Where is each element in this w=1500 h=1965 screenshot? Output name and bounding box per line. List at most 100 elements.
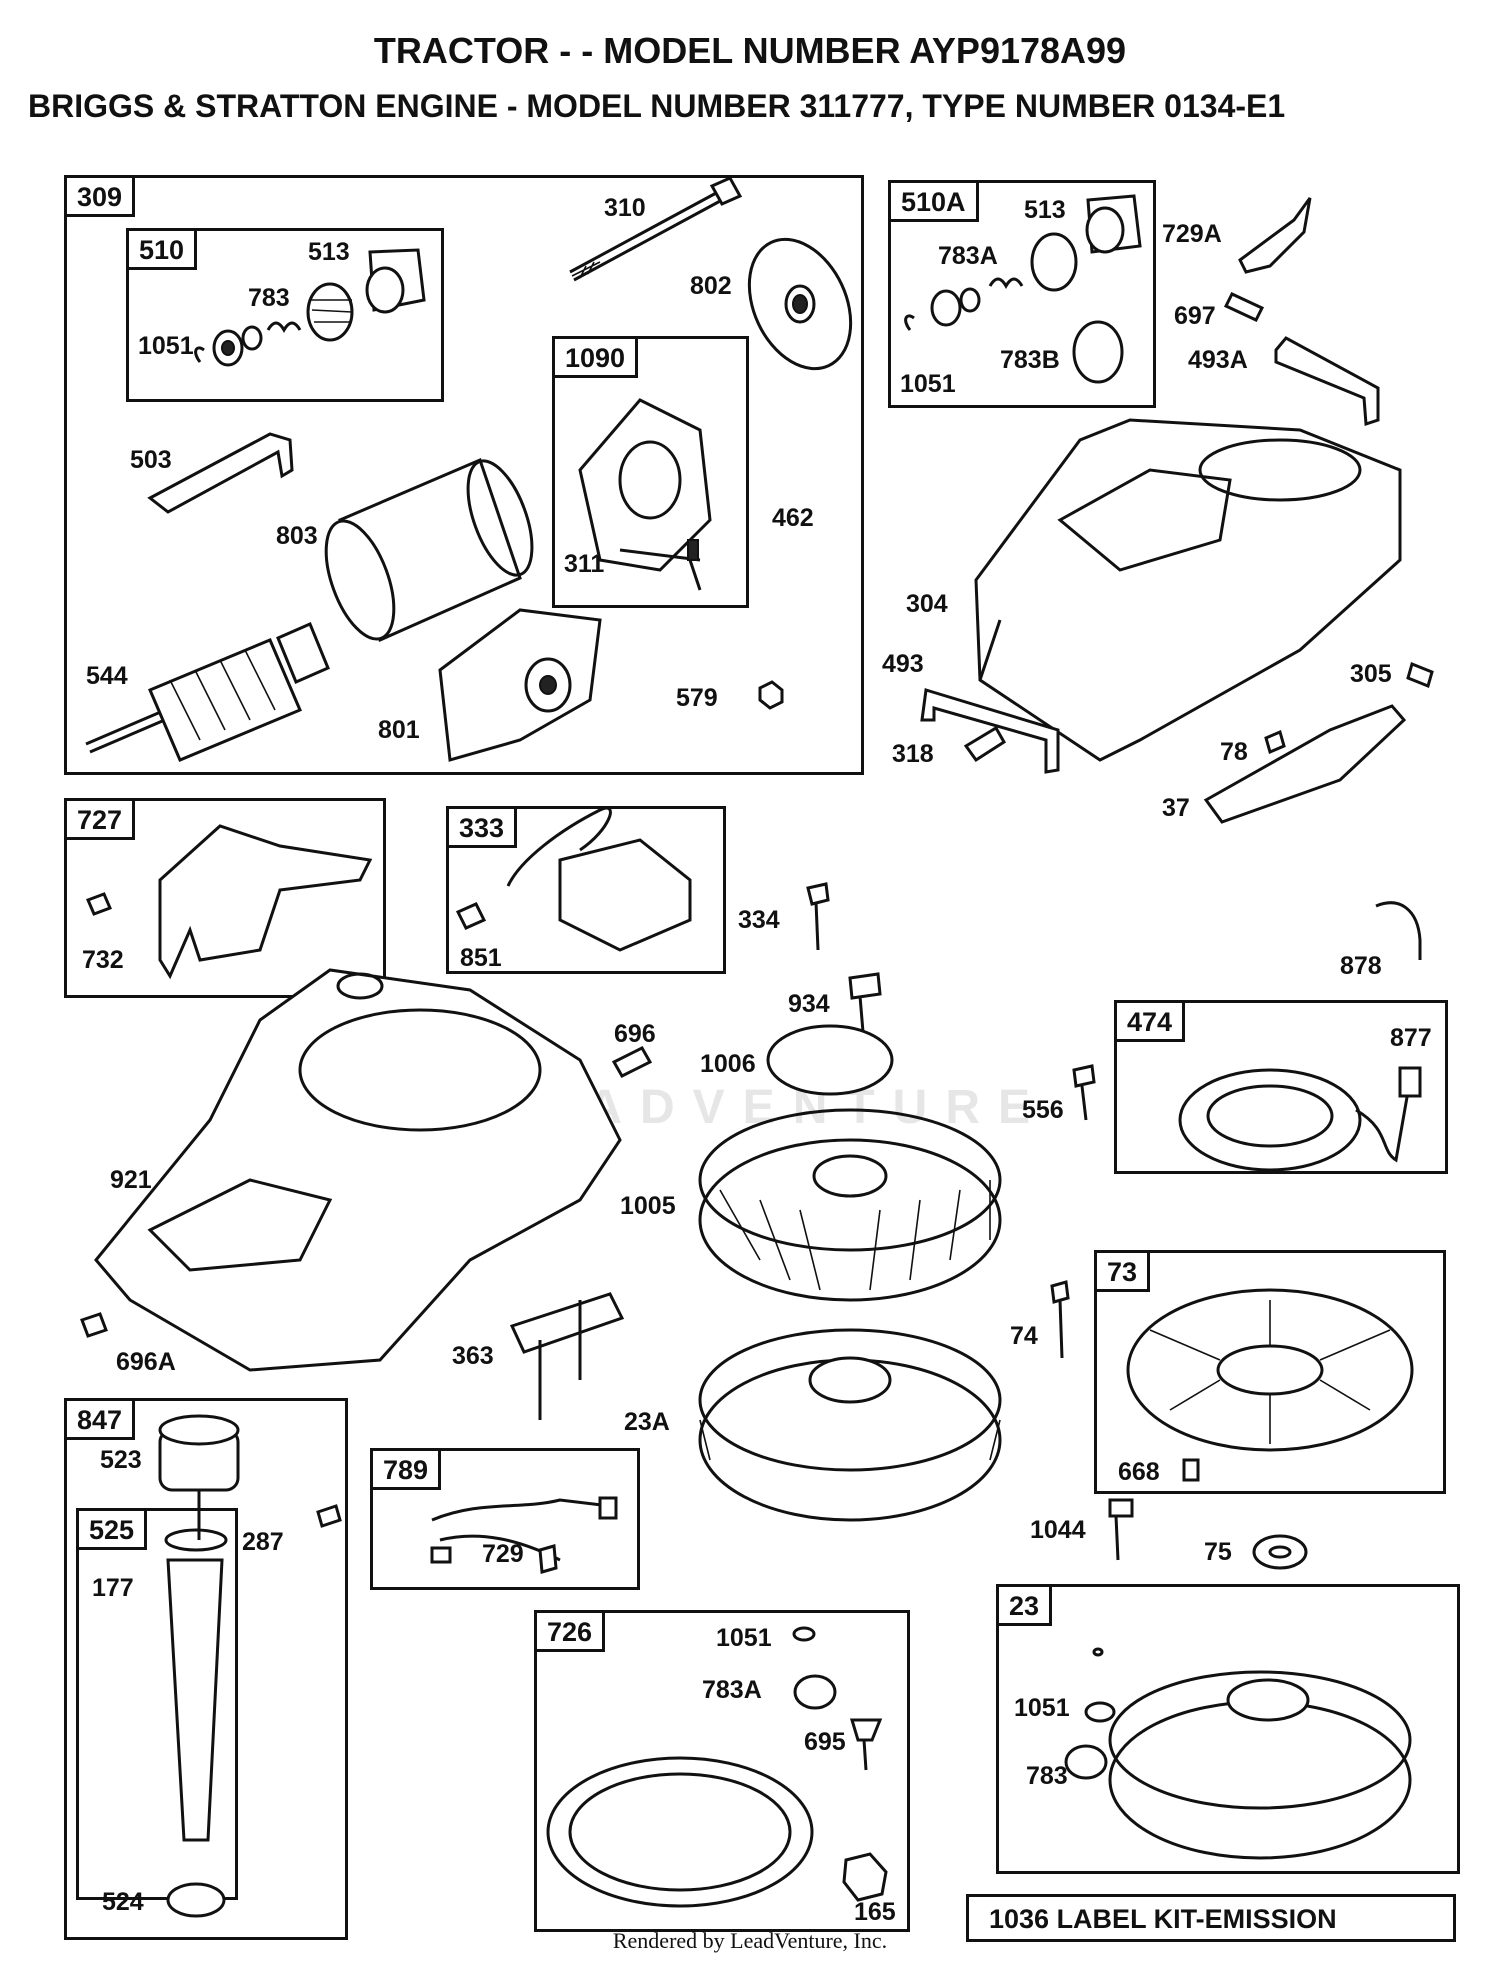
part-label-783a-726: 783A [702, 1676, 762, 1704]
group-box-73: 73 [1094, 1250, 1446, 1494]
group-label-510: 510 [126, 228, 198, 270]
part-label-783-23: 783 [1026, 1762, 1068, 1790]
screw-287-drawing [316, 1504, 342, 1528]
bracket-493a-drawing [1274, 336, 1380, 427]
part-label-1051-23: 1051 [1014, 1694, 1070, 1722]
bolt-334-drawing [806, 882, 830, 951]
footer-credit: Rendered by LeadVenture, Inc. [612, 1928, 888, 1953]
part-label-493a: 493A [1188, 346, 1248, 374]
group-box-23: 23 [996, 1584, 1460, 1874]
screw-1044-drawing [1108, 1498, 1134, 1561]
part-label-1051-510a: 1051 [900, 370, 956, 398]
part-label-783b: 783B [1000, 346, 1060, 374]
ring-gear-726-drawing [546, 1626, 888, 1908]
group-box-847: 847 [64, 1398, 348, 1940]
part-label-304: 304 [906, 590, 948, 618]
group-label-510a: 510A [888, 180, 979, 222]
part-label-934: 934 [788, 990, 830, 1018]
part-label-544: 544 [86, 662, 128, 690]
part-label-177: 177 [92, 1574, 134, 1602]
part-label-493: 493 [882, 650, 924, 678]
baffle-37-drawing [1203, 704, 1407, 824]
fan-1005-drawing [698, 1108, 1002, 1302]
part-label-503: 503 [130, 446, 172, 474]
part-label-851: 851 [460, 944, 502, 972]
washer-75-drawing [1252, 1534, 1308, 1570]
part-label-287: 287 [242, 1528, 284, 1556]
screw-696-drawing [611, 1046, 653, 1078]
group-label-727: 727 [64, 798, 136, 840]
part-label-1006: 1006 [700, 1050, 756, 1078]
dipstick-847-drawing [158, 1414, 342, 1918]
group-box-474: 474 [1114, 1000, 1448, 1174]
nut-165-drawing [842, 1852, 888, 1902]
group-label-474: 474 [1114, 1000, 1186, 1042]
alternator-474-drawing [1178, 1066, 1422, 1172]
bolt-74-drawing [1050, 1280, 1070, 1359]
part-label-23a: 23A [624, 1408, 670, 1436]
part-label-783: 783 [248, 284, 290, 312]
housing-803-drawing [324, 457, 534, 643]
part-label-697: 697 [1174, 302, 1216, 330]
group-label-789: 789 [370, 1448, 442, 1490]
part-label-334: 334 [738, 906, 780, 934]
bracket-493-drawing [920, 688, 1060, 774]
screw-318-drawing [963, 725, 1007, 763]
screw-696a-drawing [80, 1312, 108, 1338]
part-label-37: 37 [1162, 794, 1190, 822]
part-label-78: 78 [1220, 738, 1248, 766]
part-label-524: 524 [102, 1888, 144, 1916]
screw-697-drawing [1223, 292, 1265, 322]
group-box-726: 726 [534, 1610, 910, 1932]
part-label-729a: 729A [1162, 220, 1222, 248]
drive-510-drawing [194, 248, 426, 367]
diagram-title: TRACTOR - - MODEL NUMBER AYP9178A99 [373, 30, 1127, 71]
part-label-783a: 783A [938, 242, 998, 270]
lead-878-drawing [1375, 901, 1422, 960]
group-box-789: 789 [370, 1448, 640, 1590]
armature-544-drawing [85, 622, 330, 762]
part-label-878: 878 [1340, 952, 1382, 980]
part-label-877: 877 [1390, 1024, 1432, 1052]
screw-668-drawing [1182, 1458, 1200, 1482]
part-label-74: 74 [1010, 1322, 1038, 1350]
part-label-75: 75 [1204, 1538, 1232, 1566]
part-label-305: 305 [1350, 660, 1392, 688]
screw-556-drawing [1072, 1064, 1096, 1121]
screw-78-drawing [1264, 729, 1286, 755]
part-label-696a: 696A [116, 1348, 176, 1376]
part-label-803: 803 [276, 522, 318, 550]
group-box-510a: 510A [888, 180, 1156, 408]
group-label-726: 726 [534, 1610, 606, 1652]
group-label-1090: 1090 [552, 336, 639, 378]
part-label-311: 311 [564, 550, 605, 578]
part-label-579: 579 [676, 684, 718, 712]
nut-579-drawing [758, 680, 784, 710]
part-label-363: 363 [452, 1342, 494, 1370]
group-box-525: 525 [76, 1508, 238, 1900]
screw-305-drawing [1406, 661, 1434, 689]
screen-1006-drawing [766, 1024, 894, 1096]
flywheel-23-drawing [1064, 1647, 1412, 1860]
group-label-525: 525 [76, 1508, 148, 1550]
part-label-1005: 1005 [620, 1192, 676, 1220]
group-box-510: 510 [126, 228, 444, 402]
bolt-310-drawing [569, 176, 743, 282]
group-label-309: 309 [64, 175, 136, 217]
group-label-73: 73 [1094, 1250, 1151, 1292]
end-plate-802-drawing [747, 237, 853, 371]
drive-510a-drawing [904, 194, 1142, 384]
part-label-695: 695 [804, 1728, 846, 1756]
group-box-1090: 1090 [552, 336, 749, 608]
screw-695-drawing [849, 1718, 883, 1771]
group-box-333: 333 [446, 806, 726, 974]
part-label-310: 310 [604, 194, 646, 222]
strap-503-drawing [147, 432, 294, 514]
part-label-318: 318 [892, 740, 934, 768]
part-label-801: 801 [378, 716, 420, 744]
part-label-523: 523 [100, 1446, 142, 1474]
label-kit-box: 1036 LABEL KIT-EMISSION [966, 1894, 1456, 1942]
part-label-165: 165 [854, 1898, 896, 1926]
part-label-462: 462 [772, 504, 814, 532]
